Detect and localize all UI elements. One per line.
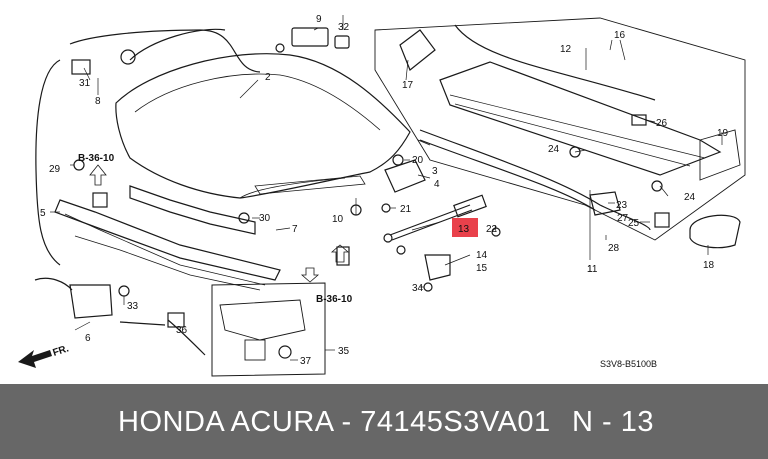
callout-23: 23 xyxy=(616,200,628,211)
callout-33: 33 xyxy=(127,301,139,312)
reference-arrows xyxy=(89,164,350,283)
hood-parts-diagram: FR. 1 2 3 4 5 6 7 8 9 10 11 12 13 14 15 … xyxy=(18,14,746,377)
callout-5: 5 xyxy=(40,208,46,219)
callout-24a: 24 xyxy=(548,144,560,155)
ref-label-bottom: B-36-10 xyxy=(316,294,353,305)
callout-22: 22 xyxy=(486,224,498,235)
fasteners xyxy=(71,43,670,359)
hood-latch xyxy=(34,277,113,319)
callout-36: 36 xyxy=(176,325,188,336)
part-title: HONDA ACURA - 74145S3VA01 xyxy=(118,406,551,438)
diagram-code: S3V8-B5100B xyxy=(600,359,657,369)
callout-25: 25 xyxy=(628,218,640,229)
callout-1: 1 xyxy=(587,264,593,275)
callout-37: 37 xyxy=(300,356,312,367)
callout-3: 3 xyxy=(432,166,438,177)
front-direction-icon: FR. xyxy=(18,343,70,368)
cowl-panel xyxy=(374,17,746,241)
callout-18: 18 xyxy=(703,260,715,271)
callout-11: 11 xyxy=(587,264,598,275)
callout-12: 12 xyxy=(560,44,572,55)
callout-7: 7 xyxy=(292,224,298,235)
callout-8: 8 xyxy=(95,96,101,107)
callout-21: 21 xyxy=(400,204,412,215)
callout-15: 15 xyxy=(476,263,488,274)
callout-34: 34 xyxy=(412,283,424,294)
part-position: N - 13 xyxy=(572,406,654,438)
callout-2: 2 xyxy=(265,72,271,83)
callout-16: 16 xyxy=(614,30,626,41)
callout-24b: 24 xyxy=(684,192,696,203)
release-cable xyxy=(35,28,261,356)
hood-panel xyxy=(115,53,411,199)
callout-28: 28 xyxy=(608,243,620,254)
ref-label-top: B-36-10 xyxy=(78,153,115,164)
leader-lines xyxy=(50,15,723,361)
callout-31: 31 xyxy=(79,78,91,89)
callout-6: 6 xyxy=(85,333,91,344)
front-label: FR. xyxy=(52,343,71,359)
callout-10: 10 xyxy=(332,214,344,225)
callout-29: 29 xyxy=(49,164,61,175)
callout-20: 20 xyxy=(412,155,424,166)
front-bulkhead xyxy=(54,199,281,291)
callout-13: 13 xyxy=(458,224,470,235)
callout-19: 19 xyxy=(717,128,729,139)
callout-27: 27 xyxy=(617,213,629,224)
hood-seal xyxy=(129,185,256,235)
callout-4: 4 xyxy=(434,179,440,190)
highlighted-callout-box xyxy=(452,218,478,237)
hood-support-strut xyxy=(383,194,487,243)
callout-32: 32 xyxy=(338,22,350,33)
callout-35: 35 xyxy=(338,346,350,357)
callout-9: 9 xyxy=(316,14,322,25)
callout-labels: 1 2 3 4 5 6 7 8 9 10 11 12 13 14 15 16 1… xyxy=(40,14,729,367)
callout-30: 30 xyxy=(259,213,271,224)
part-info-banner: HONDA ACURA - 74145S3VA01 N - 13 xyxy=(0,384,768,459)
callout-14: 14 xyxy=(476,250,488,261)
latch-detail-box xyxy=(211,282,326,377)
callout-17: 17 xyxy=(402,80,414,91)
hood-hinge-parts xyxy=(291,27,741,281)
callout-26: 26 xyxy=(656,118,668,129)
